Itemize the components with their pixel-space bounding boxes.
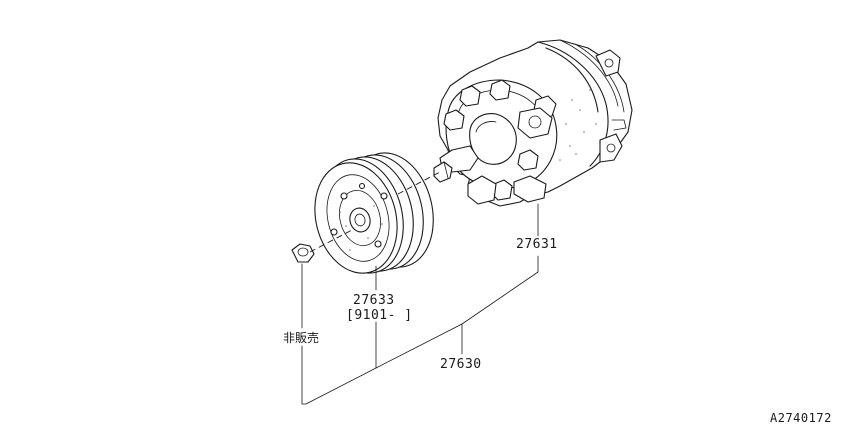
axis-line-shaft (397, 171, 441, 195)
part-label-assembly: 27630 (440, 357, 482, 372)
nut (291, 243, 315, 263)
figure-id: A2740172 (770, 411, 832, 425)
axis-line-nut (309, 229, 353, 253)
compressor-body (433, 39, 633, 207)
clutch-pulley (314, 152, 434, 274)
part-label-compressor: 27631 (516, 237, 558, 252)
head-bolts (443, 79, 557, 201)
part-label-nut-not-sold: 非販売 (283, 331, 320, 345)
part-label-clutch-serial: [9101- ] (346, 308, 413, 323)
leader-lines (301, 203, 539, 405)
part-label-clutch: 27633 (353, 293, 395, 308)
